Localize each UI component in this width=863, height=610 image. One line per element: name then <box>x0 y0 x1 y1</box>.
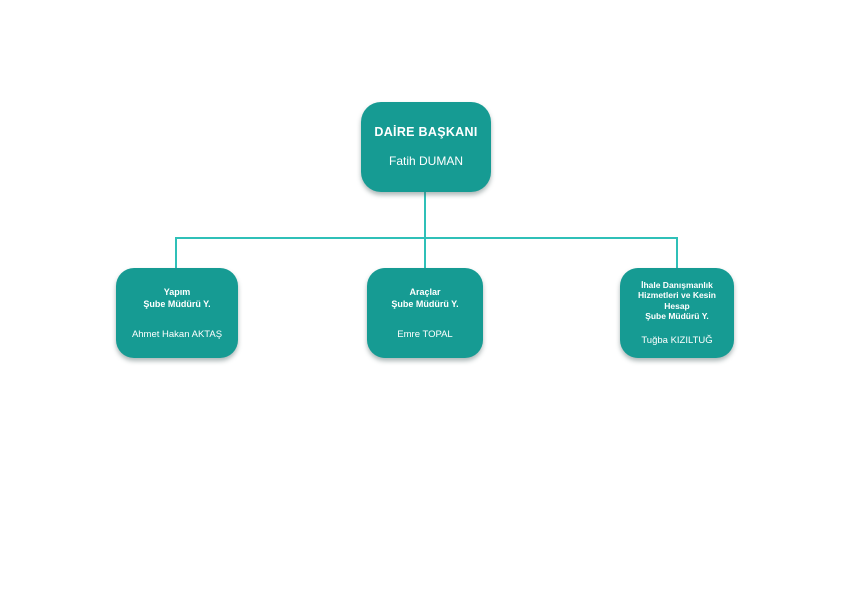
node-title-line: Hizmetleri ve Kesin <box>638 290 716 300</box>
node-title: İhale Danışmanlık Hizmetleri ve Kesin He… <box>638 280 716 322</box>
node-title-line: Hesap <box>664 300 690 311</box>
node-title: Araçlar Şube Müdürü Y. <box>391 286 458 310</box>
node-person-name: Fatih DUMAN <box>388 154 463 168</box>
node-person-name: Tuğba KIZILTUĞ <box>641 334 713 346</box>
connector-horizontal-bar <box>175 237 678 239</box>
node-person-name: Ahmet Hakan AKTAŞ <box>131 328 223 340</box>
connector-drop-left <box>175 237 177 269</box>
node-title-line: Şube Müdürü Y. <box>143 298 211 309</box>
node-person-name: Emre TOPAL <box>397 328 453 340</box>
node-title-line: Şube Müdürü Y. <box>391 298 459 309</box>
node-title: Yapım Şube Müdürü Y. <box>143 286 210 310</box>
org-node-yapim[interactable]: Yapım Şube Müdürü Y. Ahmet Hakan AKTAŞ <box>116 268 238 358</box>
node-title: DAİRE BAŞKANI <box>374 125 478 139</box>
connector-root-stem <box>424 192 426 269</box>
node-title-line: Yapım <box>163 286 191 297</box>
org-node-ihale-danismanlik[interactable]: İhale Danışmanlık Hizmetleri ve Kesin He… <box>620 268 734 358</box>
org-node-daire-baskani[interactable]: DAİRE BAŞKANI Fatih DUMAN <box>361 102 491 192</box>
org-node-araclar[interactable]: Araçlar Şube Müdürü Y. Emre TOPAL <box>367 268 483 358</box>
connector-drop-right <box>676 237 678 269</box>
node-title-line: İhale Danışmanlık <box>641 279 713 290</box>
node-title-line: Araçlar <box>409 286 441 297</box>
node-title-line: Şube Müdürü Y. <box>645 311 709 321</box>
